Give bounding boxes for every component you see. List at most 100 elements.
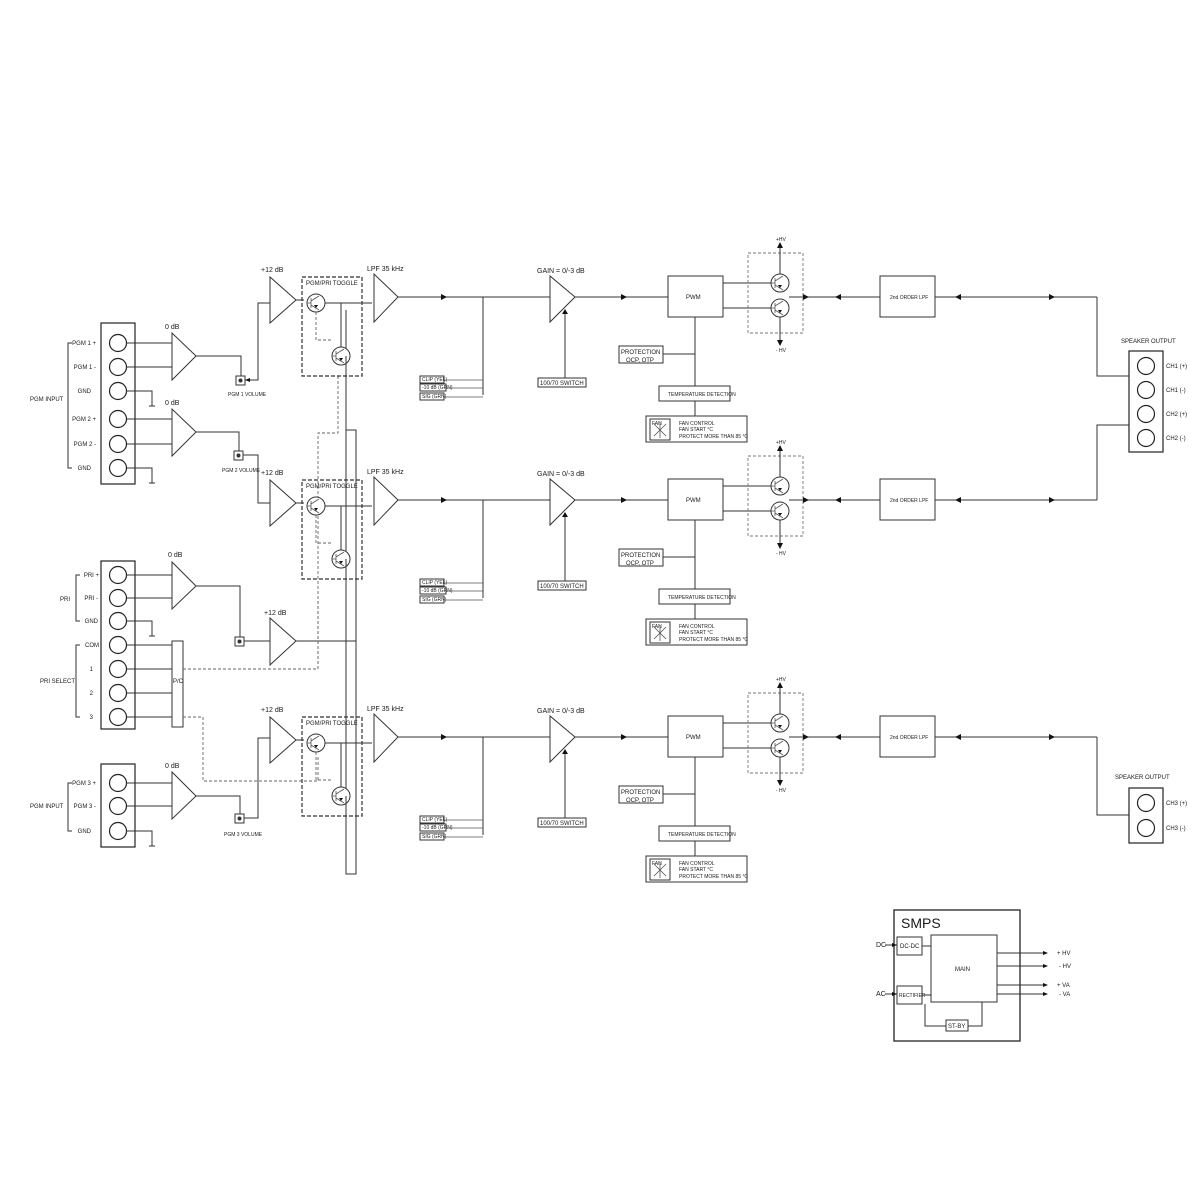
- transistor-arrow: [314, 305, 318, 308]
- transistor-arrow: [778, 513, 782, 516]
- main-label: MAIN: [955, 967, 970, 973]
- transistor-leads: [332, 551, 345, 567]
- pin-label: CH3 (+): [1166, 801, 1187, 807]
- led-indicator: [419, 815, 445, 824]
- wire: [325, 505, 372, 579]
- transistor-arrow: [314, 508, 318, 511]
- terminal-pin: [1136, 380, 1156, 400]
- pwm-block: [667, 715, 724, 758]
- transistor-leads: [771, 503, 784, 519]
- signal-arrow: [621, 734, 627, 740]
- pgm-pri-toggle-box: [301, 479, 363, 580]
- gain-stage-amplifier: [269, 275, 297, 325]
- led-label: SIG (GRN): [422, 834, 447, 840]
- terminal-pin: [108, 796, 128, 816]
- wire: [315, 752, 332, 781]
- transistor-arrow: [314, 745, 318, 748]
- group-label: PGM INPUT: [30, 397, 64, 403]
- lpf2-label: 2nd ORDER LPF: [890, 295, 928, 301]
- volume-knob-icon: [236, 453, 241, 458]
- gain-label: +12 dB: [261, 267, 284, 274]
- rail-label: +HV: [776, 677, 787, 683]
- signal-arrow: [955, 497, 961, 503]
- signal-arrow: [621, 294, 627, 300]
- wire: [723, 722, 771, 749]
- gain-label: GAIN = 0/-3 dB: [537, 471, 585, 478]
- fan-icon-label: FAN: [652, 624, 662, 630]
- led-label: SIG (GRN): [422, 394, 447, 400]
- wire: [663, 757, 696, 826]
- lpf2-label: 2nd ORDER LPF: [890, 498, 928, 504]
- wire: [315, 312, 332, 341]
- terminal-pin: [108, 683, 128, 703]
- volume-label: PGM 1 VOLUME: [228, 392, 267, 398]
- group-label: PGM INPUT: [30, 804, 64, 810]
- signal-arrow: [803, 497, 809, 503]
- transistor-arrow: [778, 285, 782, 288]
- fan-label: PROTECT MORE THAN 85 °C: [679, 874, 748, 880]
- lpf2-label: 2nd ORDER LPF: [890, 735, 928, 741]
- pgm2-input-amplifier: 0 dB PGM 2 VOLUME: [165, 400, 270, 504]
- pin-label: GND: [78, 389, 92, 395]
- switch-label: 100/70 SWITCH: [540, 381, 584, 387]
- pgm-input-terminal-3: PGM 3 + PGM 3 - GND PGM INPUT 0 dB PGM 3…: [30, 737, 270, 848]
- terminal-pin: [108, 565, 128, 585]
- pin-label: 3: [90, 715, 94, 721]
- signal-arrow: [835, 497, 841, 503]
- gain-label: +12 dB: [261, 470, 284, 477]
- gain-label: +12 dB: [264, 610, 287, 617]
- speaker-output-ch3: SPEAKER OUTPUT CH3 (+) CH3 (-): [1096, 737, 1187, 844]
- output-title: SPEAKER OUTPUT: [1121, 339, 1176, 345]
- led-label: CLIP (YEL): [422, 580, 448, 586]
- pgm-pri-toggle-box: [301, 276, 363, 377]
- standby-label: ST-BY: [948, 1024, 965, 1030]
- wire: [325, 302, 372, 376]
- transistor-arrow: [339, 561, 343, 564]
- terminal-pin: [1136, 818, 1156, 838]
- transistor-leads: [771, 300, 784, 316]
- volume-knob-icon: [238, 378, 243, 383]
- rail-label: + HV: [1057, 951, 1071, 957]
- switch-box: [537, 377, 587, 388]
- gain-stage-amplifier: [269, 478, 297, 528]
- terminal-pin: [108, 773, 128, 793]
- wire: [325, 742, 372, 816]
- group-label: PRI: [60, 597, 70, 603]
- signal-arrow: [441, 734, 447, 740]
- terminal-pin: [108, 635, 128, 655]
- protection-label: PROTECTION: [621, 790, 660, 796]
- rail-label: + VA: [1057, 983, 1070, 989]
- signal-arrow: [562, 512, 568, 517]
- pin-label: 1: [90, 667, 94, 673]
- lpf-label: LPF 35 kHz: [367, 266, 404, 273]
- rail-arrow: [777, 242, 783, 248]
- volume-knob-icon: [237, 639, 242, 644]
- toggle-label: PGM/PRI TOGGLE: [306, 721, 358, 727]
- wire: [723, 485, 771, 512]
- lpf-label: LPF 35 kHz: [367, 706, 404, 713]
- terminal-pin: [108, 381, 128, 401]
- signal-arrow: [441, 497, 447, 503]
- switch-box: [537, 817, 587, 828]
- main-block: [930, 934, 998, 1003]
- switch-label: 100/70 SWITCH: [540, 584, 584, 590]
- gain-label: 0 dB: [168, 552, 183, 559]
- protection-label: OCP, OTP: [626, 561, 654, 567]
- terminal-pin: [108, 611, 128, 631]
- pin-label: CH2 (-): [1166, 436, 1186, 442]
- pin-label: PRI +: [84, 573, 100, 579]
- output-stage-box: [747, 692, 804, 774]
- signal-arrow: [441, 294, 447, 300]
- gain-label: 0 dB: [165, 763, 180, 770]
- protection-label: PROTECTION: [621, 553, 660, 559]
- output-gain-amplifier: [549, 274, 576, 324]
- transistor-leads: [771, 275, 784, 291]
- terminal-pin: [1136, 404, 1156, 424]
- pin-label: CH1 (-): [1166, 388, 1186, 394]
- transistor-leads: [332, 788, 345, 804]
- speaker-output-ch1-ch2: SPEAKER OUTPUT CH1 (+) CH1 (-) CH2 (+) C…: [1096, 297, 1187, 500]
- volume-label: PGM 2 VOLUME: [222, 468, 261, 474]
- gain-label: 0 dB: [165, 400, 180, 407]
- protection-label: OCP, OTP: [626, 798, 654, 804]
- wire: [779, 449, 880, 546]
